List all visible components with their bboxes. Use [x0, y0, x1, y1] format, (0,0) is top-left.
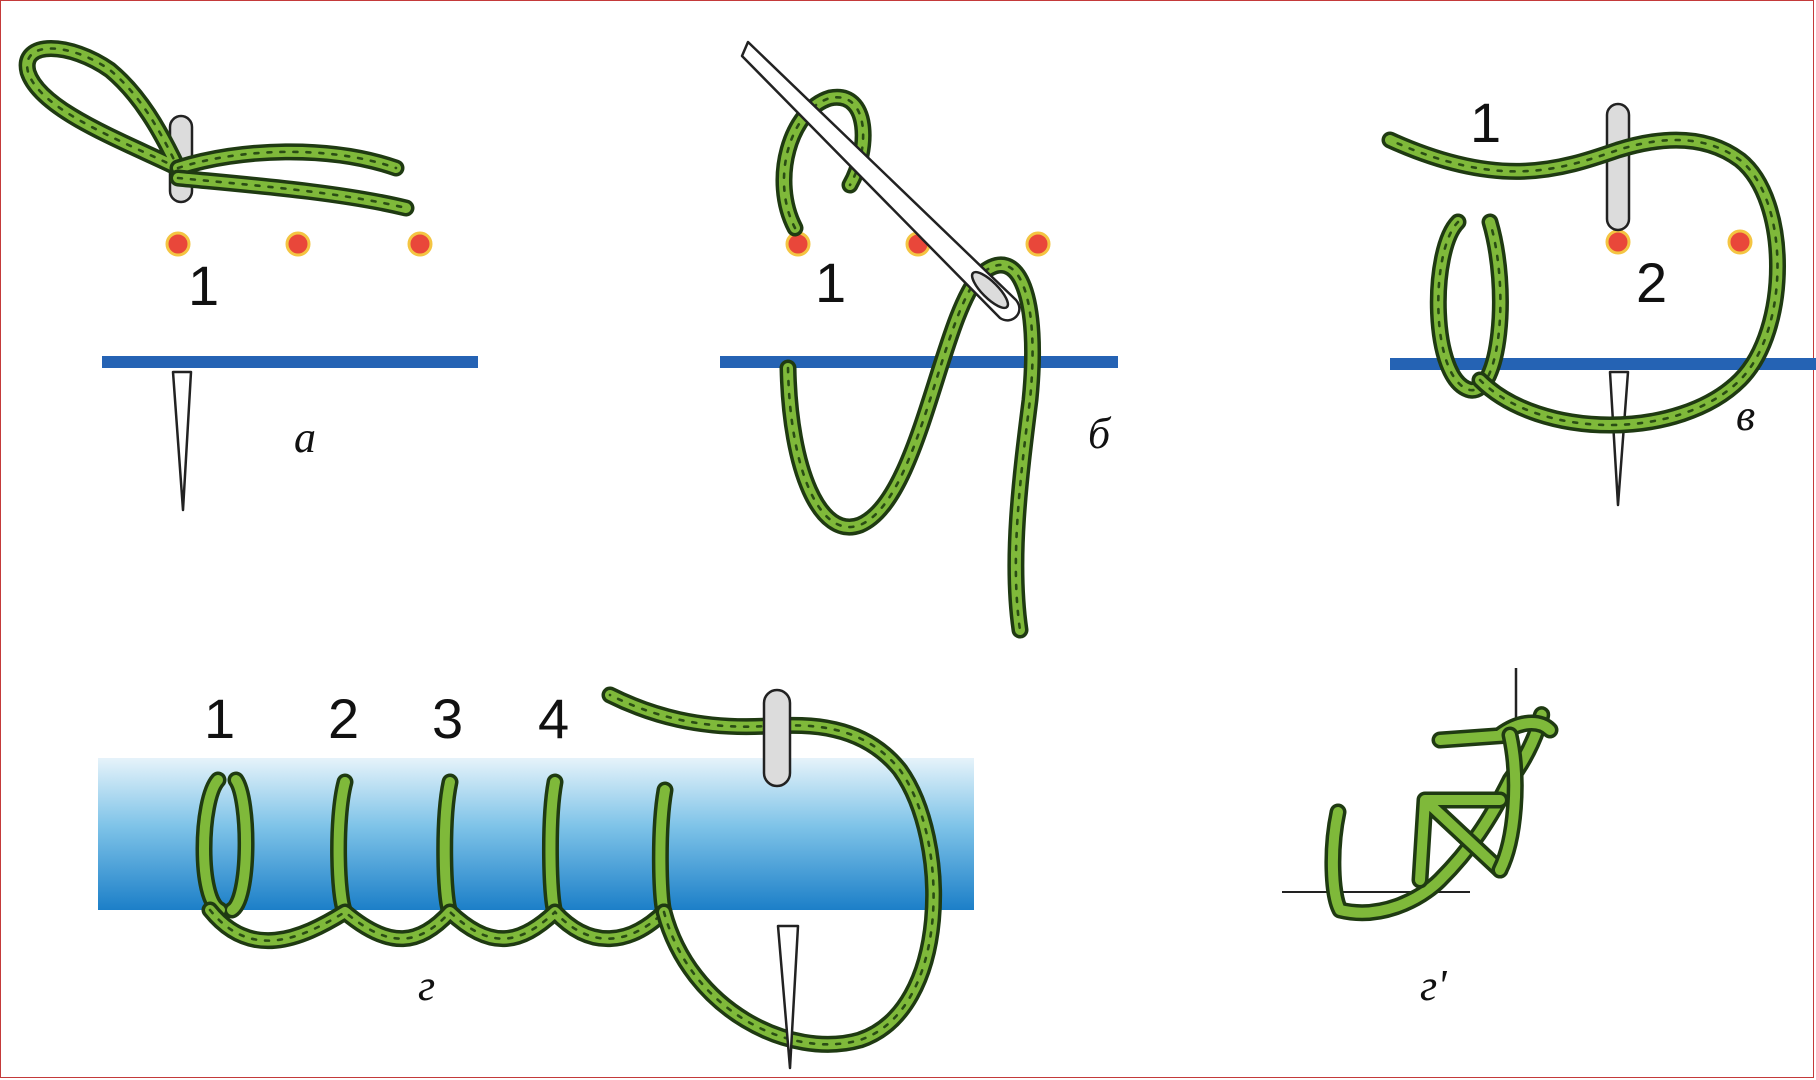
stitch-point-b-1: [787, 233, 809, 255]
panel-b: 1 б: [720, 42, 1118, 630]
needle-eye-v: [1607, 104, 1629, 230]
panel-a: 1 а: [27, 49, 478, 511]
panel-g-prime: г': [1282, 668, 1550, 1010]
panel-caption-b: б: [1088, 409, 1112, 458]
point-label-v-1: 1: [1470, 91, 1501, 154]
panel-g: 1 2 3 4 г: [98, 687, 974, 1068]
point-label-a-1: 1: [188, 254, 219, 317]
point-label-b-1: 1: [815, 251, 846, 314]
point-label-g-2: 2: [328, 687, 359, 750]
panel-v: 1 2 в: [1390, 91, 1816, 505]
stitch-point-v-1: [1607, 231, 1629, 253]
panel-caption-g: г: [418, 961, 435, 1010]
stitch-point-v-2: [1729, 231, 1751, 253]
needle-tip-a: [173, 372, 191, 510]
thread-v: [1390, 140, 1778, 425]
thread-a: [27, 49, 406, 209]
panel-caption-v: в: [1736, 391, 1755, 440]
point-label-v-2: 2: [1636, 251, 1667, 314]
point-label-g-4: 4: [538, 687, 569, 750]
thread-g-prime: [1333, 715, 1550, 913]
stitch-point-b-3: [1027, 233, 1049, 255]
panel-caption-g-prime: г': [1420, 961, 1448, 1010]
panel-caption-a: а: [294, 413, 316, 462]
point-label-g-3: 3: [432, 687, 463, 750]
point-label-g-1: 1: [204, 687, 235, 750]
stitch-point-a-2: [287, 233, 309, 255]
needle-eye-g: [764, 690, 790, 786]
stitch-point-a-1: [167, 233, 189, 255]
needle-tip-v: [1610, 372, 1628, 505]
stitch-point-a-3: [409, 233, 431, 255]
